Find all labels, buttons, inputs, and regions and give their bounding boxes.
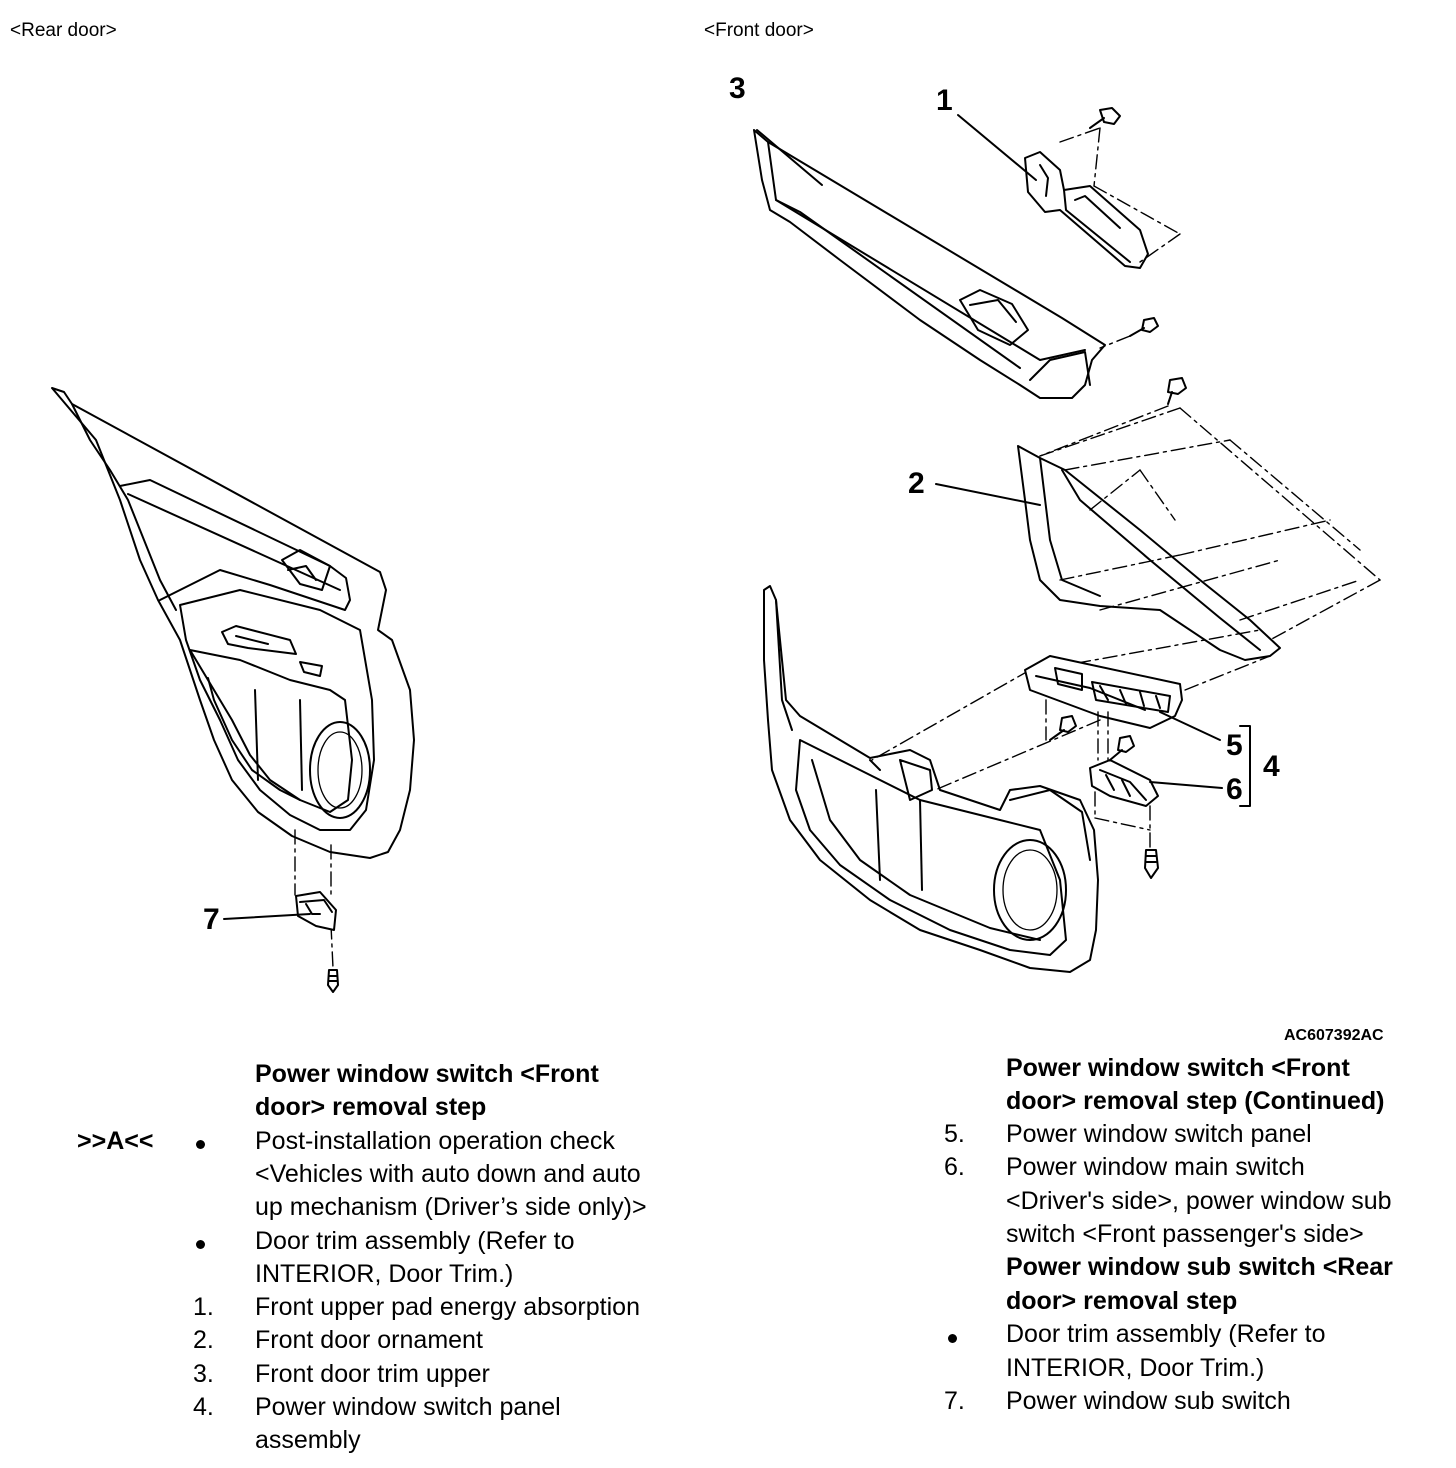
switch-panel-drawing: [871, 629, 1271, 879]
step-line: INTERIOR, Door Trim.): [1006, 1354, 1265, 1382]
rear-door-heading: <Rear door>: [10, 20, 117, 41]
front-door-trim-upper-drawing: [753, 129, 1106, 399]
step-line: Power window switch panel: [1006, 1120, 1312, 1148]
figure-code: AC607392AC: [1284, 1027, 1384, 1044]
callout-5: 5: [1226, 729, 1243, 762]
front-door-ornament-drawing: [935, 407, 1381, 661]
step-line: Door trim assembly (Refer to: [255, 1227, 575, 1255]
step-line: Door trim assembly (Refer to: [1006, 1320, 1326, 1348]
rear-door-trim-drawing: [51, 387, 415, 859]
right-title-line2: door> removal step (Continued): [1006, 1087, 1385, 1115]
step-line: assembly: [255, 1426, 361, 1454]
callout-3: 3: [729, 72, 746, 105]
step-number: 5.: [944, 1120, 965, 1148]
callout-6: 6: [1226, 773, 1243, 806]
exploded-view-diagram: [51, 107, 1381, 993]
bullet-3: [948, 1334, 957, 1343]
callout-2: 2: [908, 467, 925, 500]
step-number: 4.: [193, 1393, 214, 1421]
step-line: <Driver's side>, power window sub: [1006, 1187, 1392, 1215]
step-number: 3.: [193, 1360, 214, 1388]
step-line: up mechanism (Driver’s side only)>: [255, 1193, 647, 1221]
step-number: 7.: [944, 1387, 965, 1415]
upper-pad-bracket-drawing: [957, 107, 1181, 269]
right-title2-line2: door> removal step: [1006, 1287, 1238, 1315]
callout-1: 1: [936, 84, 953, 117]
front-door-heading: <Front door>: [704, 20, 814, 41]
bullet-1: [196, 1140, 205, 1149]
step-number: 1.: [193, 1293, 214, 1321]
step-number: 2.: [193, 1326, 214, 1354]
right-title-line1: Power window switch <Front: [1006, 1054, 1350, 1082]
bullet-2: [196, 1240, 205, 1249]
screws-drawing: [1039, 317, 1187, 457]
step-line: INTERIOR, Door Trim.): [255, 1260, 514, 1288]
service-point-marker: >>A<<: [77, 1127, 154, 1155]
step-line: Front upper pad energy absorption: [255, 1293, 640, 1321]
left-title-line1: Power window switch <Front: [255, 1060, 599, 1088]
step-number: 6.: [944, 1153, 965, 1181]
callout-4: 4: [1263, 750, 1280, 783]
callout-7: 7: [203, 903, 220, 936]
step-line: Power window sub switch: [1006, 1387, 1291, 1415]
front-door-trim-drawing: [763, 585, 1099, 973]
left-title-line2: door> removal step: [255, 1093, 487, 1121]
rear-sub-switch-drawing: [223, 829, 339, 993]
step-line: Front door trim upper: [255, 1360, 490, 1388]
step-line: switch <Front passenger's side>: [1006, 1220, 1364, 1248]
step-line: Power window switch panel: [255, 1393, 561, 1421]
step-line: Front door ornament: [255, 1326, 483, 1354]
step-line: Post-installation operation check: [255, 1127, 615, 1155]
step-line: Power window main switch: [1006, 1153, 1305, 1181]
right-title2-line1: Power window sub switch <Rear: [1006, 1253, 1393, 1281]
step-line: <Vehicles with auto down and auto: [255, 1160, 641, 1188]
